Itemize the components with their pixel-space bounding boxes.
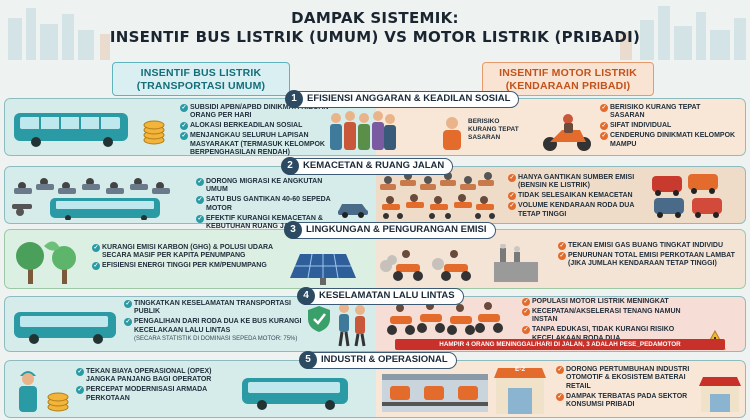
section-1-left-list: ✓SUBSIDI APBN/APBD DINIKMATI RIBUAN ORAN… bbox=[180, 104, 350, 159]
bus-icon bbox=[242, 378, 348, 410]
list-item: ✓CENDERUNG DINIKMATI KELOMPOK MAMPU bbox=[600, 132, 736, 148]
list-item: ✓SIFAT INDIVIDUAL bbox=[600, 122, 672, 131]
fatality-banner: HAMPIR 4 ORANG MENINGGAL/HARI DI JALAN, … bbox=[395, 339, 725, 350]
shield-icon bbox=[308, 306, 330, 332]
section-1-right-list: ✓BERISIKO KURANG TEPAT SASARAN ✓SIFAT IN… bbox=[600, 104, 736, 151]
section-number-2: 2 bbox=[281, 157, 299, 175]
section-title-1-label: EFISIENSI ANGGARAN & KEADILAN SOSIAL bbox=[307, 93, 511, 104]
list-item: ✓DORONG PERTUMBUHAN INDUSTRI OTOMOTIF & … bbox=[556, 366, 690, 390]
factory-icon bbox=[494, 244, 538, 282]
list-item: ✓TEKAN BIAYA OPERASIONAL (OPEX) JANGKA P… bbox=[76, 368, 212, 384]
list-item: ✓ALOKASI BERKEADILAN SOSIAL bbox=[180, 122, 303, 131]
page-title: DAMPAK SISTEMIK: INSENTIF BUS LISTRIK (U… bbox=[0, 9, 750, 47]
list-item: ✓TINGKATKAN KESELAMATAN TRANSPORTASI PUB… bbox=[124, 300, 291, 316]
section-title-2: 2 KEMACETAN & RUANG JALAN bbox=[281, 157, 454, 175]
section-title-2-label: KEMACETAN & RUANG JALAN bbox=[303, 160, 445, 171]
section-3-left-list: ✓KURANGI EMISI KARBON (GHG) & POLUSI UDA… bbox=[92, 244, 278, 272]
tree-icon bbox=[16, 241, 76, 284]
column-header-right-line-2: (KENDARAAN PRIBADI) bbox=[505, 80, 631, 92]
section-title-3: 3 LINGKUNGAN & PENGURANGAN EMISI bbox=[284, 221, 496, 239]
section-4-right-list: ✓POPULASI MOTOR LISTRIK MENINGKAT ✓KECEP… bbox=[522, 298, 690, 345]
section-4-left-list: ✓TINGKATKAN KESELAMATAN TRANSPORTASI PUB… bbox=[124, 300, 302, 345]
list-item: ✓DAMPAK TERBATAS PADA SEKTOR KONSUMSI PR… bbox=[556, 392, 688, 409]
factory-icon bbox=[382, 374, 488, 412]
motorbikes-group-icon bbox=[387, 302, 503, 335]
shop-icon bbox=[699, 377, 741, 412]
list-item: ✓EFEKTIF KURANGI KEMACETAN & KEBUTUHAN R… bbox=[196, 214, 323, 231]
column-header-left-line-1: INSENTIF BUS LISTRIK bbox=[140, 67, 262, 79]
section-number-5: 5 bbox=[299, 351, 317, 369]
list-item: ✓POPULASI MOTOR LISTRIK MENINGKAT bbox=[522, 298, 669, 306]
walking-people-icon bbox=[338, 303, 366, 347]
list-item: ✓KURANGI EMISI KARBON (GHG) & POLUSI UDA… bbox=[92, 244, 273, 260]
list-item: ✓PERCEPAT MODERNISASI ARMADA PERKOTAAN bbox=[76, 386, 207, 402]
shop-icon bbox=[494, 368, 546, 414]
traffic-cars-icon bbox=[652, 174, 722, 218]
list-item: ✓BERISIKO KURANG TEPAT SASARAN bbox=[600, 104, 701, 120]
people-group-icon bbox=[330, 111, 396, 150]
section-title-1: 1 EFISIENSI ANGGARAN & KEADILAN SOSIAL bbox=[285, 90, 520, 108]
bus-icon bbox=[14, 113, 128, 147]
traffic-jam-icon bbox=[380, 172, 495, 219]
section-2-right-list: ✓HANYA GANTIKAN SUMBER EMISI (BENSIN KE … bbox=[508, 174, 638, 221]
list-item: ✓HANYA GANTIKAN SUMBER EMISI (BENSIN KE … bbox=[508, 174, 635, 190]
section-title-4-label: KESELAMATAN LALU LINTAS bbox=[319, 290, 455, 301]
section-title-3-label: LINGKUNGAN & PENGURANGAN EMISI bbox=[306, 224, 487, 235]
column-header-right-line-1: INSENTIF MOTOR LISTRIK bbox=[499, 67, 637, 79]
section-5-left-list: ✓TEKAN BIAYA OPERASIONAL (OPEX) JANGKA P… bbox=[76, 368, 236, 405]
car-icon bbox=[338, 204, 368, 218]
section-number-4: 4 bbox=[297, 287, 315, 305]
list-item: ✓TIDAK SELESAIKAN KEMACETAN bbox=[508, 192, 633, 201]
list-item: ✓TEKAN EMISI GAS BUANG TINGKAT INDIVIDU bbox=[558, 242, 724, 250]
list-item: ✓MENJANGKAU SELURUH LAPISAN MASYARAKAT (… bbox=[180, 132, 325, 157]
column-header-right: INSENTIF MOTOR LISTRIK (KENDARAAN PRIBAD… bbox=[482, 62, 654, 96]
list-item: ✓VOLUME KENDARAAN RODA DUA TETAP TINGGI bbox=[508, 202, 635, 218]
list-item-note: (SECARA STATISTIK DI DOMINASI SEPEDA MOT… bbox=[134, 336, 298, 343]
section-number-1: 1 bbox=[285, 90, 303, 108]
solar-panel-icon bbox=[290, 253, 356, 285]
worker-icon bbox=[19, 371, 37, 412]
motorbike-icon bbox=[543, 114, 591, 151]
list-item: ✓EFISIENSI ENERGI TINGGI PER KM/PENUMPAN… bbox=[92, 262, 267, 271]
column-header-left-line-2: (TRANSPORTASI UMUM) bbox=[136, 80, 266, 92]
motorbikes-emission-icon bbox=[380, 250, 471, 281]
shop-sign: E-2 bbox=[514, 366, 526, 373]
section-3-right-list: ✓TEKAN EMISI GAS BUANG TINGKAT INDIVIDU … bbox=[558, 242, 740, 270]
column-header-left: INSENTIF BUS LISTRIK (TRANSPORTASI UMUM) bbox=[112, 62, 290, 96]
person-icon bbox=[443, 117, 461, 150]
section-title-5: 5 INDUSTRI & OPERASIONAL bbox=[299, 351, 457, 369]
traffic-motorbikes-icon bbox=[12, 178, 170, 220]
section-1-mid-label: BERISIKO KURANG TEPAT SASARAN bbox=[468, 118, 519, 141]
bus-icon bbox=[14, 312, 116, 344]
title-line-1: DAMPAK SISTEMIK: bbox=[291, 9, 459, 27]
list-item: ✓PENGALIHAN DARI RODA DUA KE BUS KURANGI… bbox=[124, 318, 302, 343]
section-number-3: 3 bbox=[284, 221, 302, 239]
list-item: ✓SATU BUS GANTIKAN 40-60 SEPEDA MOTOR bbox=[196, 196, 331, 212]
section-5-right-list: ✓DORONG PERTUMBUHAN INDUSTRI OTOMOTIF & … bbox=[556, 366, 692, 411]
list-item: ✓PENURUNAN TOTAL EMISI PERKOTAAN LAMBAT … bbox=[558, 251, 735, 268]
section-2-left-list: ✓DORONG MIGRASI KE ANGKUTAN UMUM ✓SATU B… bbox=[196, 178, 338, 233]
title-line-2: INSENTIF BUS LISTRIK (UMUM) VS MOTOR LIS… bbox=[109, 28, 641, 46]
section-row-2 bbox=[4, 166, 746, 224]
coins-icon bbox=[47, 392, 69, 412]
coins-icon bbox=[143, 120, 165, 145]
list-item: ✓DORONG MIGRASI KE ANGKUTAN UMUM bbox=[196, 178, 323, 194]
list-item: ✓SUBSIDI APBN/APBD DINIKMATI RIBUAN ORAN… bbox=[180, 104, 329, 120]
list-item: ✓TANPA EDUKASI, TIDAK KURANGI RISIKO KEC… bbox=[522, 326, 675, 342]
section-title-5-label: INDUSTRI & OPERASIONAL bbox=[321, 354, 448, 365]
list-item: ✓KECEPATAN/AKSELERASI TENANG NAMUN INSTA… bbox=[522, 307, 681, 324]
city-skyline bbox=[8, 6, 746, 60]
section-title-4: 4 KESELAMATAN LALU LINTAS bbox=[297, 287, 464, 305]
